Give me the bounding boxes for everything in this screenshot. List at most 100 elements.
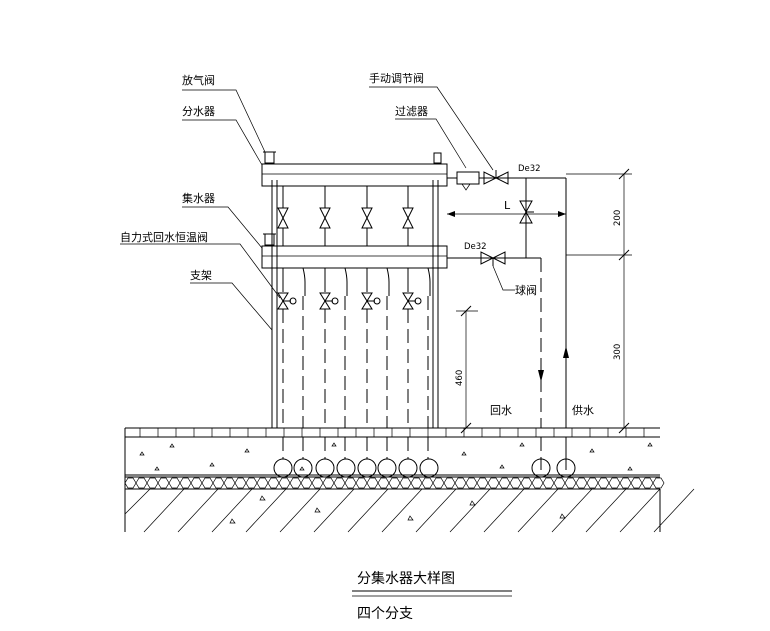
insulation-cell xyxy=(322,477,335,489)
insulation-cell xyxy=(553,477,566,489)
drawing-subtitle: 四个分支 xyxy=(357,606,413,622)
slab-hatch-line xyxy=(619,488,661,533)
supply-water-label: 供水 xyxy=(572,403,594,417)
insulation-cell xyxy=(157,477,170,489)
floor-pipe xyxy=(336,458,356,478)
slab-aggregate xyxy=(469,500,476,506)
bracket-frame xyxy=(271,180,439,428)
insulation-cell xyxy=(300,477,313,489)
insulation-cell xyxy=(278,477,291,489)
distributor-label: 分水器 xyxy=(182,105,215,118)
loop-thermostatic-valve xyxy=(277,300,289,310)
screed-aggregate-marks xyxy=(139,442,653,471)
insulation-cell xyxy=(641,477,654,489)
dim-200-label: 200 xyxy=(613,210,623,226)
dim-300-label: 300 xyxy=(613,344,623,360)
insulation-cell xyxy=(564,477,577,489)
insulation-cell xyxy=(509,477,522,489)
screed-mark xyxy=(299,466,305,471)
dim-460-label: 460 xyxy=(455,370,465,386)
slab-hatch-line xyxy=(415,488,457,533)
insulation-cell xyxy=(245,477,258,489)
insulation-layer xyxy=(124,477,665,489)
distributor-header xyxy=(261,151,448,187)
insulation-cell xyxy=(179,477,192,489)
slab-hatch-line xyxy=(517,488,559,533)
dimension-lines xyxy=(447,168,632,434)
floor-pipe xyxy=(398,458,418,478)
insulation-cell xyxy=(630,477,643,489)
supply-arrow-icon xyxy=(563,346,569,358)
loop-supply-valve xyxy=(361,216,373,229)
bypass-valve xyxy=(519,200,534,224)
manual-valve-label: 手动调节阀 xyxy=(369,71,424,85)
screed-mark xyxy=(499,464,505,469)
screed-mark xyxy=(331,442,337,447)
slab-hatch-line xyxy=(313,488,355,533)
insulation-cell xyxy=(124,477,137,489)
floor-pipe xyxy=(357,458,377,478)
screed-mark xyxy=(647,442,653,447)
screed-mark xyxy=(139,451,145,456)
flow-arrows xyxy=(538,346,569,382)
insulation-cell xyxy=(399,477,412,489)
slab-aggregate xyxy=(314,507,321,513)
floor-pipe xyxy=(315,458,335,478)
slab-hatch-line xyxy=(381,488,423,533)
insulation-cell xyxy=(135,477,148,489)
insulation-cell xyxy=(311,477,324,489)
screed-mark xyxy=(154,466,160,471)
insulation-cell xyxy=(432,477,445,489)
labels: 放气阀 分水器 集水器 自力式回水恒温阀 支架 手动调节阀 过滤器 球阀 回水 … xyxy=(120,71,623,417)
title-block: 分集水器大样图 四个分支 xyxy=(352,570,512,622)
floor-section xyxy=(124,427,695,533)
loop-thermostatic-valve xyxy=(402,300,414,310)
insulation-cell xyxy=(201,477,214,489)
insulation-cell xyxy=(267,477,280,489)
filter-label: 过滤器 xyxy=(395,105,428,118)
drawing-title: 分集水器大样图 xyxy=(357,570,455,587)
slab-hatch-line xyxy=(177,488,219,533)
insulation-cell xyxy=(443,477,456,489)
loop-thermostatic-valve xyxy=(319,292,331,302)
bracket-label: 支架 xyxy=(190,269,212,282)
insulation-cell xyxy=(223,477,236,489)
loop-supply-valve xyxy=(402,207,414,220)
insulation-cell xyxy=(333,477,346,489)
slab-aggregate xyxy=(407,515,414,521)
slab-hatch-line xyxy=(347,488,389,533)
floor-heating-pipes xyxy=(273,458,576,478)
return-arrow-icon xyxy=(538,370,544,382)
collector-header xyxy=(261,233,448,269)
slab-hatch-line xyxy=(245,488,287,533)
loop-return-bend xyxy=(427,267,431,296)
insulation-cell xyxy=(454,477,467,489)
screed-mark xyxy=(589,448,595,453)
slab-hatch-line xyxy=(143,488,185,533)
loop-valve-head xyxy=(289,297,297,305)
insulation-cell xyxy=(586,477,599,489)
insulation-cell xyxy=(234,477,247,489)
slab-hatch-line xyxy=(551,488,593,533)
loop-supply-valve xyxy=(361,207,373,220)
pipe-size-bottom: De32 xyxy=(464,242,487,252)
screed-mark xyxy=(209,462,215,467)
screed-mark xyxy=(461,451,467,456)
insulation-cell xyxy=(388,477,401,489)
concrete-slab-hatch xyxy=(124,488,695,533)
insulation-cell xyxy=(619,477,632,489)
insulation-cell xyxy=(146,477,159,489)
slab-hatch-line xyxy=(124,488,151,515)
insulation-cell xyxy=(652,477,665,489)
insulation-cell xyxy=(498,477,511,489)
loop-supply-valve xyxy=(277,216,289,229)
slab-hatch-line xyxy=(653,488,695,533)
loop-thermostatic-valve xyxy=(319,300,331,310)
screed-mark xyxy=(627,466,633,471)
loop-supply-valve xyxy=(277,207,289,220)
screed-mark xyxy=(519,442,525,447)
collector-label: 集水器 xyxy=(182,191,215,205)
dim-L-label: L xyxy=(504,199,511,212)
insulation-cell xyxy=(421,477,434,489)
